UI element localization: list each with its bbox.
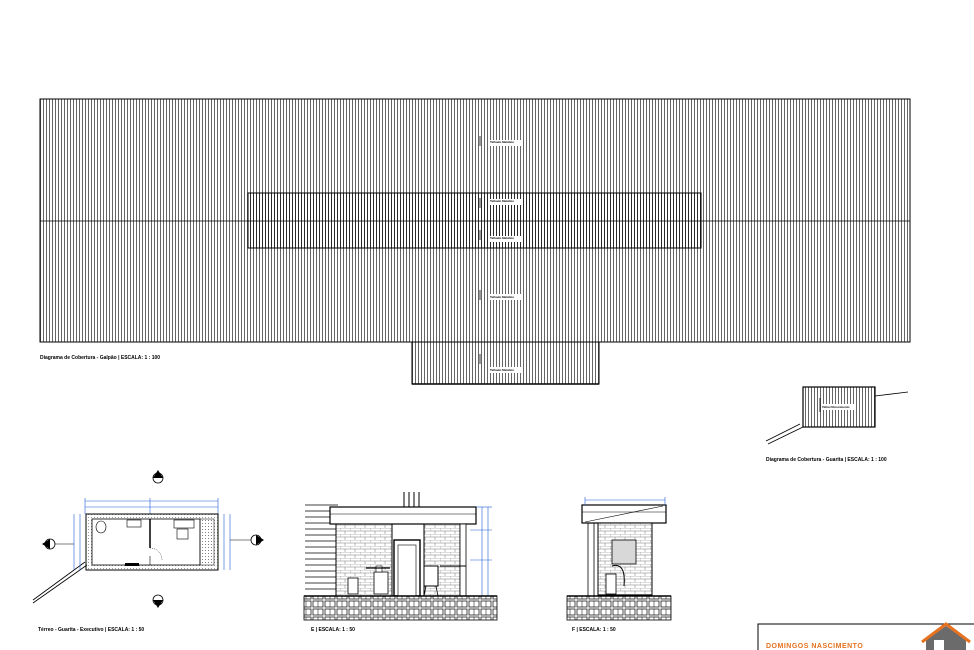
slope-marker-4: [479, 290, 521, 300]
chair-fixture: [176, 528, 189, 540]
slope-marker-1: [479, 136, 521, 146]
roof-galpao-plan: [39, 98, 911, 385]
roof-slope-label-2: Telhado Metálico: [490, 199, 515, 203]
slope-marker-3: [479, 230, 521, 242]
caption-ground-floor: Térreo - Guarita - Executivo | ESCALA: 1…: [38, 627, 145, 633]
roof-annex: [411, 341, 600, 385]
section-f-drawing: [566, 497, 672, 621]
section-f-window: [611, 539, 637, 565]
roof-guarita-plan: [765, 386, 909, 445]
sink-fixture: [126, 519, 142, 528]
title-block: [757, 622, 974, 650]
caption-section-e: E | ESCALA: 1 : 50: [311, 627, 355, 633]
caption-roof-guarita: Diagrama de Cobertura - Guarita | ESCALA…: [766, 457, 887, 463]
roof-slope-label-4: Telhado Metálico: [490, 295, 515, 299]
section-marker-top: [152, 470, 164, 484]
section-marker-left: [42, 538, 74, 550]
caption-section-f: F | ESCALA: 1 : 50: [572, 627, 616, 633]
roof-slope-label-5: Telhado Metálico: [490, 368, 515, 372]
section-e-drawing: [303, 492, 498, 621]
toilet-fixture: [95, 520, 107, 534]
title-block-brand: DOMINGOS NASCIMENTO: [766, 643, 864, 650]
ground-floor-plan: [32, 470, 264, 608]
slope-marker-5: [479, 354, 521, 373]
section-e-ground: [303, 595, 498, 621]
company-logo-icon: [921, 622, 971, 650]
section-marker-bottom: [152, 594, 164, 608]
section-marker-right: [230, 534, 264, 546]
section-f-ground: [566, 595, 672, 621]
roof-slope-label-3: Telhado Metálico: [490, 236, 515, 240]
roof-slope-label-1: Telhado Metálico: [490, 140, 515, 144]
guarita-roof-label: Telha Fibrocimento: [822, 405, 850, 409]
caption-roof-galpao: Diagrama de Cobertura - Galpão | ESCALA:…: [40, 355, 161, 361]
roof-central-skylight: [247, 192, 702, 249]
slope-marker-2: [479, 198, 521, 208]
desk-fixture: [173, 519, 195, 529]
plan-dimensions: [73, 498, 231, 570]
